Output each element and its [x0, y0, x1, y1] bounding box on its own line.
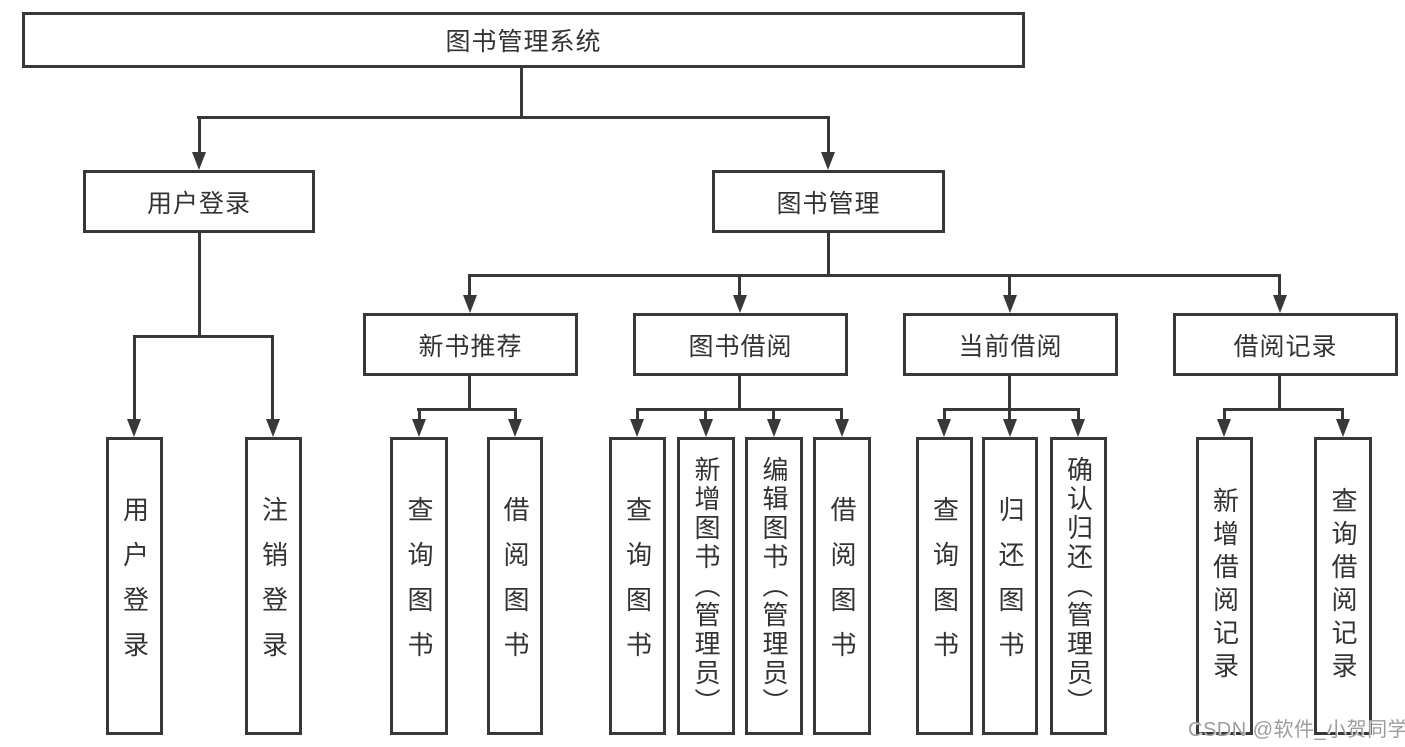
leaf-return-books: 归还图书	[982, 437, 1038, 735]
arrow-down-icon	[508, 419, 522, 437]
leaf-borrow-books-1: 借阅图书	[487, 437, 543, 735]
arrow-down-icon	[835, 419, 849, 437]
connector-vline	[1008, 376, 1011, 408]
connector-hline	[468, 274, 1281, 277]
leaf-confirm-return-admin: 确认归还（管理员）	[1050, 437, 1107, 735]
arrow-down-icon	[937, 419, 951, 437]
connector-vline	[738, 376, 741, 408]
leaf-add-book-admin-label: 新增图书（管理员）	[691, 455, 721, 717]
connector-vline	[198, 116, 201, 152]
connector-vline	[133, 335, 136, 419]
connector-hline	[417, 408, 517, 411]
connector-vline	[1077, 408, 1080, 419]
connector-vline	[827, 116, 830, 152]
connector-vline	[1278, 376, 1281, 408]
leaf-add-borrow-record-label: 新增借阅记录	[1209, 487, 1240, 685]
arrow-down-icon	[767, 419, 781, 437]
leaf-query-books-3: 查询图书	[916, 437, 973, 735]
leaf-logout: 注销登录	[245, 437, 302, 735]
leaf-query-books-1-label: 查询图书	[404, 496, 434, 676]
connector-vline	[1341, 408, 1344, 419]
connector-vline	[1008, 274, 1011, 295]
arrow-down-icon	[463, 295, 477, 313]
leaf-add-book-admin: 新增图书（管理员）	[677, 437, 735, 735]
leaf-query-borrow-record: 查询借阅记录	[1314, 437, 1372, 735]
arrow-down-icon	[630, 419, 644, 437]
connector-vline	[1008, 408, 1011, 419]
arrow-down-icon	[733, 295, 747, 313]
connector-vline	[1278, 274, 1281, 295]
connector-vline	[198, 233, 201, 335]
node-user-login-label: 用户登录	[146, 189, 251, 218]
arrow-down-icon	[1003, 295, 1017, 313]
connector-vline	[418, 408, 421, 419]
connector-vline	[704, 408, 707, 419]
connector-hline	[1223, 408, 1344, 411]
node-borrow-records: 借阅记录	[1173, 313, 1398, 376]
arrow-down-icon	[1336, 419, 1350, 437]
connector-vline	[468, 376, 471, 408]
arrow-down-icon	[1071, 419, 1085, 437]
watermark: CSDN @软件_小贺同学	[1188, 719, 1405, 741]
node-borrow-records-label: 借阅记录	[1233, 332, 1338, 361]
arrow-down-icon	[1217, 419, 1231, 437]
node-book-management-label: 图书管理	[776, 189, 881, 218]
leaf-user-login: 用户登录	[106, 437, 163, 735]
arrow-down-icon	[1003, 419, 1017, 437]
leaf-logout-label: 注销登录	[258, 496, 289, 676]
node-current-borrowing: 当前借阅	[903, 313, 1118, 376]
leaf-query-books-2: 查询图书	[609, 437, 666, 735]
connector-hline	[943, 408, 1080, 411]
node-new-book-recommend-label: 新书推荐	[418, 332, 523, 361]
arrow-down-icon	[699, 419, 713, 437]
connector-vline	[520, 68, 523, 116]
connector-hline	[197, 116, 830, 119]
leaf-borrow-books-2: 借阅图书	[813, 437, 871, 735]
node-book-borrowing-label: 图书借阅	[688, 332, 793, 361]
connector-vline	[840, 408, 843, 419]
node-book-management: 图书管理	[712, 170, 945, 233]
arrow-down-icon	[127, 419, 141, 437]
connector-hline	[636, 408, 843, 411]
node-current-borrowing-label: 当前借阅	[958, 332, 1063, 361]
connector-vline	[468, 274, 471, 295]
connector-vline	[943, 408, 946, 419]
leaf-edit-book-admin-label: 编辑图书（管理员）	[759, 455, 789, 717]
connector-vline	[271, 335, 274, 419]
connector-vline	[827, 233, 830, 274]
leaf-borrow-books-2-label: 借阅图书	[827, 496, 857, 676]
arrow-down-icon	[1273, 295, 1287, 313]
arrow-down-icon	[821, 152, 835, 170]
node-root: 图书管理系统	[22, 12, 1025, 68]
node-user-login: 用户登录	[83, 170, 315, 233]
leaf-query-books-3-label: 查询图书	[929, 496, 960, 676]
leaf-edit-book-admin: 编辑图书（管理员）	[745, 437, 803, 735]
node-new-book-recommend: 新书推荐	[363, 313, 578, 376]
arrow-down-icon	[412, 419, 426, 437]
leaf-query-books-2-label: 查询图书	[622, 496, 653, 676]
connector-vline	[772, 408, 775, 419]
leaf-user-login-label: 用户登录	[119, 496, 150, 676]
connector-vline	[514, 408, 517, 419]
node-book-borrowing: 图书借阅	[633, 313, 848, 376]
arrow-down-icon	[266, 419, 280, 437]
leaf-query-borrow-record-label: 查询借阅记录	[1328, 487, 1358, 685]
leaf-add-borrow-record: 新增借阅记录	[1196, 437, 1253, 735]
connector-hline	[133, 335, 274, 338]
leaf-return-books-label: 归还图书	[995, 496, 1025, 676]
leaf-confirm-return-admin-label: 确认归还（管理员）	[1063, 455, 1094, 717]
leaf-borrow-books-1-label: 借阅图书	[500, 496, 530, 676]
leaf-query-books-1: 查询图书	[390, 437, 448, 735]
connector-vline	[1223, 408, 1226, 419]
connector-vline	[738, 274, 741, 295]
node-root-label: 图书管理系统	[445, 28, 602, 56]
arrow-down-icon	[192, 152, 206, 170]
connector-vline	[636, 408, 639, 419]
